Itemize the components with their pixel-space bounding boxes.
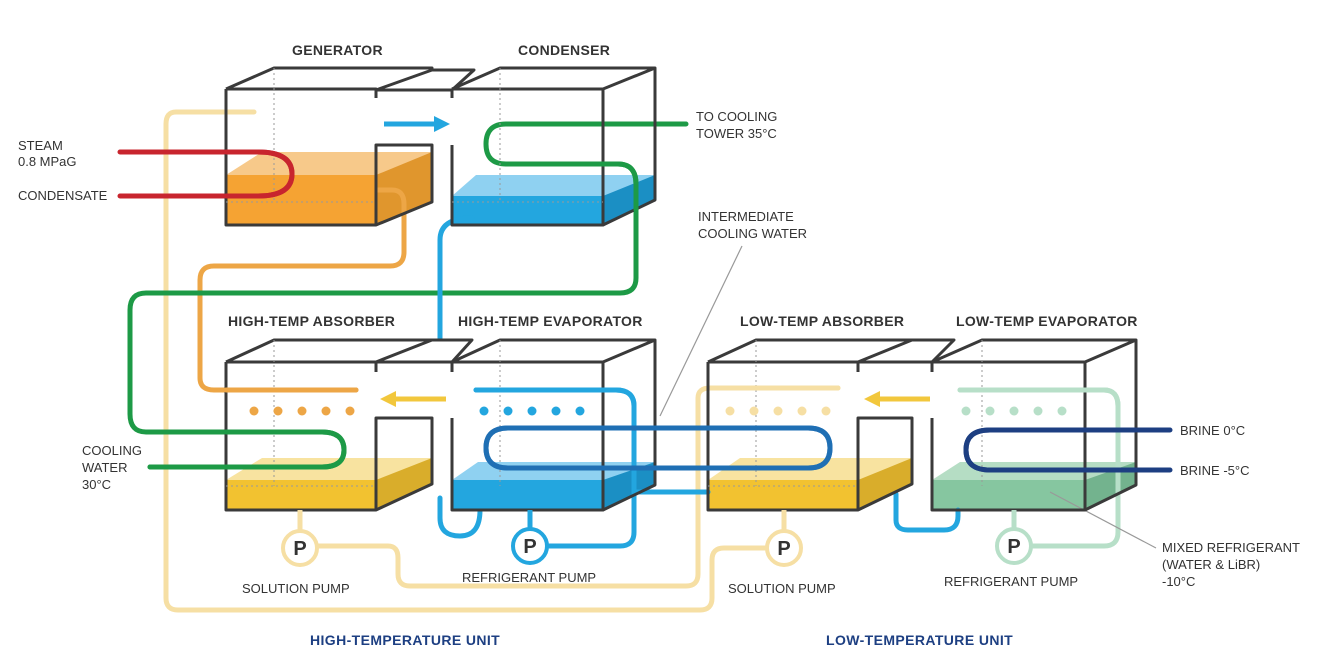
condenser-liquid bbox=[452, 196, 603, 225]
lt-evaporator-liquid bbox=[932, 480, 1085, 510]
vapor-arrow-condenser bbox=[384, 116, 450, 132]
mixed-refrigerant-composition-label: (WATER & LiBR) bbox=[1162, 557, 1260, 572]
steam-pressure-label: 0.8 MPaG bbox=[18, 154, 77, 169]
pump-symbol: P bbox=[1007, 536, 1020, 558]
pump-refrigerant-ht: P bbox=[511, 527, 549, 565]
vessels bbox=[224, 66, 1138, 512]
lt-absorber-liquid bbox=[708, 480, 858, 510]
condensate-label: CONDENSATE bbox=[18, 188, 108, 203]
spray-dots bbox=[249, 406, 1067, 416]
ht-evaporator-liquid bbox=[452, 480, 603, 510]
condenser-title: CONDENSER bbox=[518, 42, 610, 58]
condenser-liquid-side bbox=[603, 175, 655, 225]
vapor-arrow-ht bbox=[380, 391, 446, 407]
lt-evaporator-liquid-side bbox=[1085, 462, 1136, 510]
ht-absorber-liquid-side bbox=[376, 458, 432, 510]
pump-refrigerant-lt: P bbox=[995, 527, 1033, 565]
liquid-fills bbox=[226, 152, 1136, 510]
brine-out-label: BRINE -5°C bbox=[1180, 463, 1250, 478]
lt-evaporator-spray bbox=[961, 406, 1067, 416]
pump-symbol: P bbox=[777, 538, 790, 560]
ht-absorber-spray bbox=[249, 406, 355, 416]
lt-evaporator-title: LOW-TEMP EVAPORATOR bbox=[956, 313, 1138, 329]
intermediate-label: INTERMEDIATE bbox=[698, 209, 794, 224]
refrigerant-pump-ht-label: REFRIGERANT PUMP bbox=[462, 570, 596, 585]
mixed-refrigerant-temp-label: -10°C bbox=[1162, 574, 1195, 589]
mixed-refrigerant-label: MIXED REFRIGERANT bbox=[1162, 540, 1300, 555]
cooling-water-temp-label: 30°C bbox=[82, 477, 111, 492]
mixed-refrigerant-leader-line bbox=[1049, 491, 1157, 549]
low-temperature-unit-label: LOW-TEMPERATURE UNIT bbox=[826, 632, 1013, 648]
ht-absorber-title: HIGH-TEMP ABSORBER bbox=[228, 313, 395, 329]
intermediate-leader-line bbox=[659, 245, 743, 417]
generator-title: GENERATOR bbox=[292, 42, 383, 58]
generator-liquid-top bbox=[226, 152, 432, 175]
brine-in-label: BRINE 0°C bbox=[1180, 423, 1245, 438]
ht-to-lt-solution-pipe bbox=[295, 385, 841, 589]
cooling-water-label-1: COOLING bbox=[82, 443, 142, 458]
intermediate-water-label: COOLING WATER bbox=[698, 226, 807, 241]
lt-connector bbox=[856, 338, 956, 364]
high-temperature-unit-label: HIGH-TEMPERATURE UNIT bbox=[310, 632, 500, 648]
ht-absorber-liquid bbox=[226, 480, 376, 510]
ht-evaporator-liquid-side bbox=[603, 462, 655, 510]
lt-absorber-liquid-side bbox=[858, 458, 912, 510]
flow-arrows bbox=[380, 116, 930, 407]
pump-symbol: P bbox=[293, 538, 306, 560]
solution-pump-lt-label: SOLUTION PUMP bbox=[728, 581, 836, 596]
cooling-water-label-2: WATER bbox=[82, 460, 128, 475]
pump-solution-lt: P bbox=[765, 529, 803, 567]
lt-refrigerant-pipe bbox=[893, 491, 961, 533]
outer-solution-pipe bbox=[163, 109, 781, 613]
front-pipes bbox=[147, 149, 1139, 473]
lt-evaporator-vessel bbox=[930, 338, 1138, 512]
generator-liquid bbox=[226, 175, 376, 225]
ht-evaporator-title: HIGH-TEMP EVAPORATOR bbox=[458, 313, 643, 329]
solution-pump-ht-label: SOLUTION PUMP bbox=[242, 581, 350, 596]
vapor-arrow-lt bbox=[864, 391, 930, 407]
condensate-refrigerant-pipe bbox=[437, 215, 475, 353]
steam-label: STEAM bbox=[18, 138, 63, 153]
refrigerant-pump-lt-label: REFRIGERANT PUMP bbox=[944, 574, 1078, 589]
ht-connector bbox=[374, 338, 474, 364]
ht-refrigerant-return-pipe bbox=[437, 495, 483, 539]
top-connector bbox=[374, 68, 476, 92]
cooling-tower-label: TOWER 35°C bbox=[696, 126, 777, 141]
pump-symbol: P bbox=[523, 536, 536, 558]
ht-evaporator-spray bbox=[479, 406, 585, 416]
to-cooling-label: TO COOLING bbox=[696, 109, 777, 124]
lt-absorber-spray bbox=[725, 406, 831, 416]
lt-absorber-title: LOW-TEMP ABSORBER bbox=[740, 313, 904, 329]
pump-solution-ht: P bbox=[281, 529, 319, 567]
generator-solution-pipe bbox=[197, 187, 407, 393]
